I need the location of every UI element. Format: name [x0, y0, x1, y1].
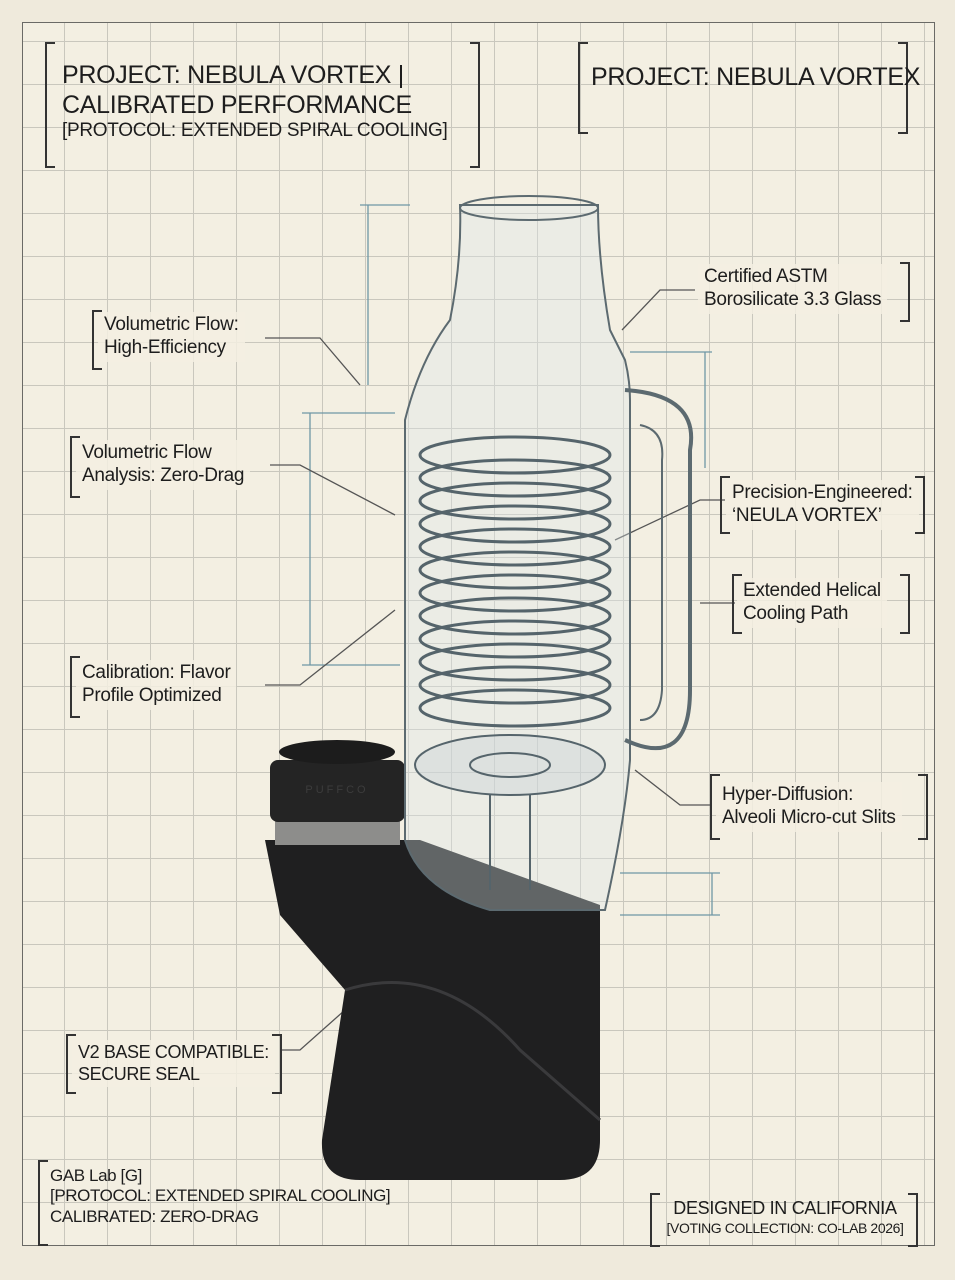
bracket — [470, 42, 480, 168]
bracket — [720, 476, 730, 534]
bracket — [710, 774, 720, 840]
bracket — [70, 656, 80, 718]
bracket — [900, 262, 910, 322]
bracket — [38, 1160, 48, 1246]
header-left: PROJECT: NEBULA VORTEX | CALIBRATED PERF… — [56, 58, 453, 145]
coil-turn — [418, 665, 612, 705]
bracket — [732, 574, 742, 634]
leader-lines — [265, 289, 735, 1051]
coil-turn — [418, 619, 612, 659]
coil-turn — [418, 458, 612, 498]
carb-cap: PUFFCO — [270, 740, 405, 845]
callout-base: V2 BASE COMPATIBLE:SECURE SEAL — [72, 1040, 275, 1088]
bracket — [578, 42, 588, 134]
diffuser-disc — [414, 734, 606, 890]
bracket — [898, 42, 908, 134]
helical-coil — [418, 435, 612, 728]
bracket — [908, 1193, 918, 1247]
base-unit — [265, 840, 601, 1180]
coil-turn — [418, 504, 612, 544]
coil-turn — [418, 527, 612, 567]
bracket — [66, 1034, 76, 1094]
coil-turn — [418, 596, 612, 636]
project-subtitle: CALIBRATED PERFORMANCE — [62, 91, 412, 119]
coil-turn — [418, 435, 612, 475]
bracket — [92, 310, 102, 370]
bracket — [45, 42, 55, 168]
bracket — [918, 774, 928, 840]
callout-precision: Precision-Engineered:‘NEULA VORTEX’ — [726, 480, 919, 530]
coil-turn — [418, 550, 612, 590]
coil-turn — [418, 688, 612, 728]
bracket — [70, 436, 80, 498]
coil-turn — [418, 642, 612, 682]
callout-volumetric-flow: Volumetric Flow:High-Efficiency — [98, 312, 245, 362]
glass-attachment — [404, 195, 694, 911]
footer-left: GAB Lab [G][PROTOCOL: EXTENDED SPIRAL CO… — [50, 1166, 391, 1226]
footer-right: DESIGNED IN CALIFORNIA [VOTING COLLECTIO… — [666, 1198, 904, 1236]
coil-turn — [418, 481, 612, 521]
bracket — [915, 476, 925, 534]
coil-turn — [418, 573, 612, 613]
bracket — [650, 1193, 660, 1247]
dimension-lines — [302, 204, 720, 916]
bracket — [272, 1034, 282, 1094]
header-right-title: PROJECT: NEBULA VORTEX — [591, 63, 921, 91]
svg-text:PUFFCO: PUFFCO — [305, 784, 368, 796]
project-title: PROJECT: NEBULA VORTEX | — [62, 61, 404, 89]
bracket — [900, 574, 910, 634]
protocol-label: [PROTOCOL: EXTENDED SPIRAL COOLING] — [62, 120, 448, 141]
callout-diffusion: Hyper-Diffusion:Alveoli Micro-cut Slits — [716, 782, 902, 832]
